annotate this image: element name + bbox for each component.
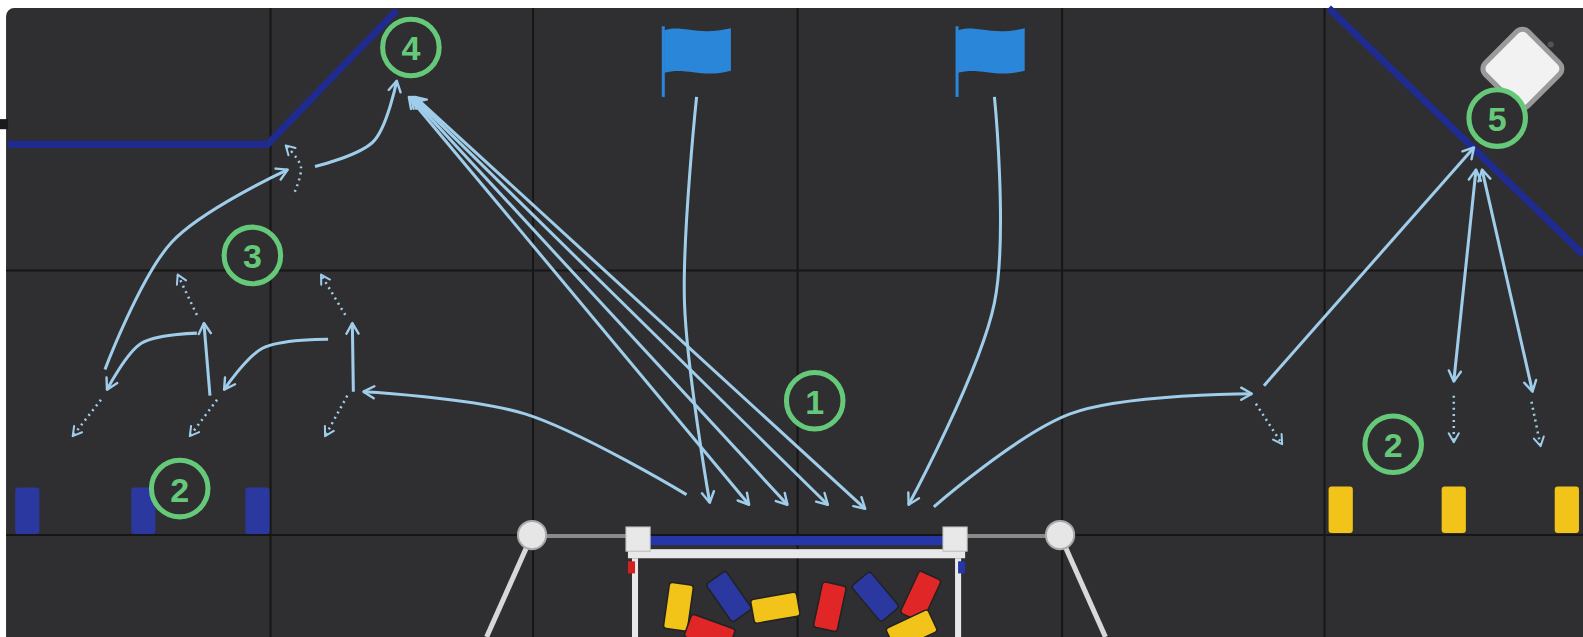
callout-number: 2 — [1384, 428, 1403, 462]
path-arrow — [363, 392, 686, 495]
callout-number: 4 — [401, 31, 420, 65]
path-arrow — [413, 97, 828, 505]
path-arrow — [1532, 402, 1541, 446]
callout-ring — [786, 373, 843, 430]
center-goal — [487, 521, 1106, 637]
game-block — [15, 487, 1579, 534]
path-arrow — [190, 400, 217, 436]
path-arrow — [286, 145, 301, 191]
callout-ring — [224, 227, 281, 284]
robot-path — [73, 81, 1541, 509]
path-arrow — [1482, 170, 1532, 392]
path-arrow — [1454, 170, 1476, 382]
path-arrow — [909, 97, 1001, 505]
callout-ring — [383, 19, 440, 76]
path-arrow — [178, 275, 197, 315]
tile-grid — [6, 8, 1583, 637]
callout-ring — [151, 460, 208, 517]
path-arrow — [1453, 396, 1456, 442]
path-arrow — [1264, 147, 1474, 385]
path-arrow — [105, 170, 288, 370]
path-arrow — [934, 394, 1252, 507]
path-arrow — [107, 333, 197, 390]
callout-number: 2 — [170, 473, 189, 507]
path-arrow — [204, 323, 210, 396]
path-arrow — [352, 323, 353, 392]
path-arrow — [224, 339, 328, 389]
callout-number: 3 — [243, 239, 262, 273]
path-arrow — [1256, 404, 1282, 444]
path-arrow — [409, 97, 749, 505]
callout-ring — [1469, 90, 1526, 147]
path-arrow — [415, 97, 865, 509]
path-arrow — [325, 396, 347, 436]
path-arrow — [321, 275, 345, 315]
path-arrow — [315, 81, 397, 167]
field-edge — [0, 119, 8, 129]
callout-number: 1 — [805, 385, 824, 419]
field-line — [8, 8, 1583, 254]
callout-ring — [1365, 416, 1422, 473]
callout-ring — [151, 19, 1525, 517]
path-arrow — [411, 97, 788, 505]
field-floor — [6, 8, 1583, 637]
callout-number: 5 — [1488, 102, 1507, 136]
flag — [663, 26, 1024, 97]
path-arrow — [73, 400, 101, 436]
